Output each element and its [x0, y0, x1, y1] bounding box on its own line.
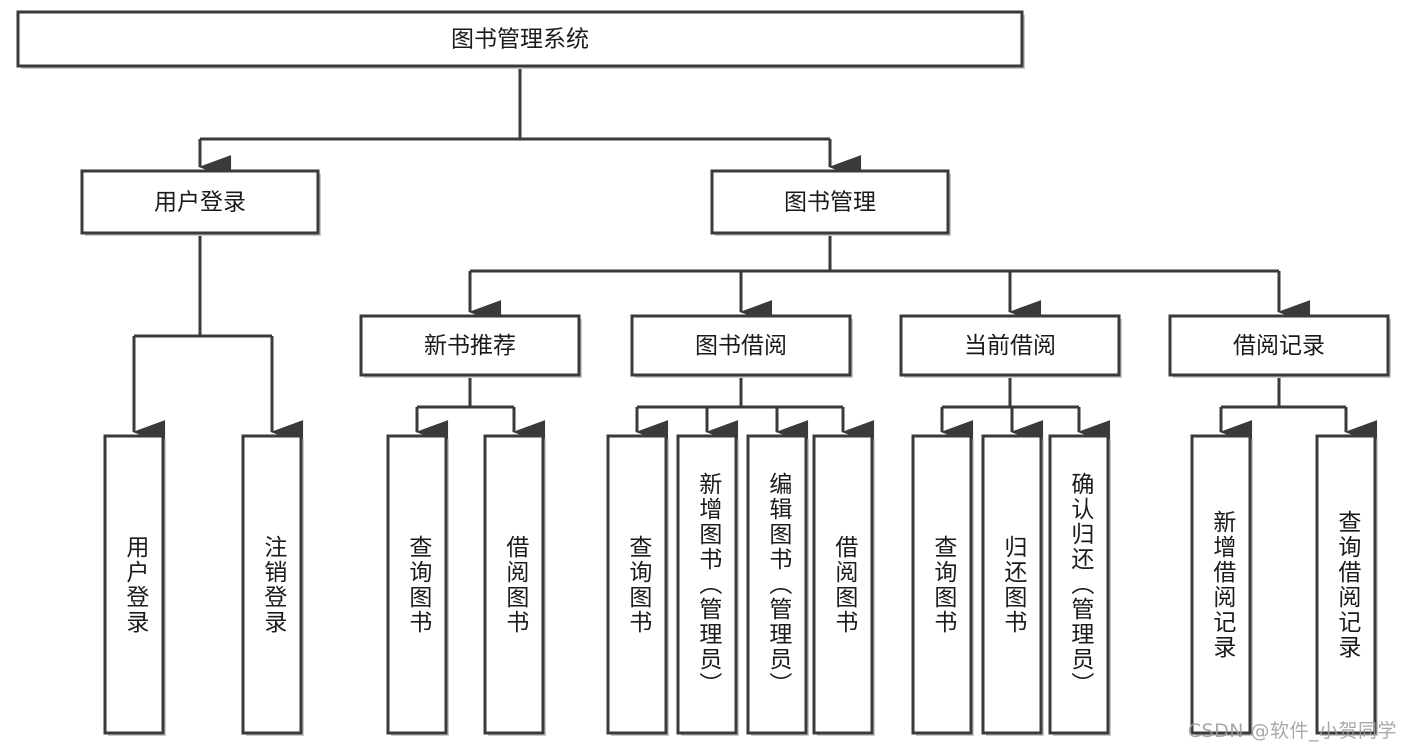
node-leaf-query-book-borrow[interactable] [606, 434, 668, 735]
node-leaf-confirm-return-admin[interactable] [1048, 434, 1110, 735]
label-current-borrow: 当前借阅 [964, 333, 1056, 359]
connector-layer [132, 66, 1378, 444]
label-root: 图书管理系统 [451, 27, 589, 53]
label-book-management: 图书管理 [784, 190, 876, 216]
node-book-management[interactable] [710, 169, 950, 235]
node-leaf-query-book-recommend[interactable] [386, 434, 448, 735]
label-new-book-recommend: 新书推荐 [424, 333, 516, 359]
node-book-borrow[interactable] [630, 314, 852, 377]
label-borrow-record: 借阅记录 [1233, 333, 1325, 359]
node-leaf-user-logout[interactable] [241, 434, 303, 735]
node-root[interactable] [16, 10, 1024, 68]
node-leaf-query-borrow-record[interactable] [1315, 434, 1377, 735]
node-leaf-add-book-admin[interactable] [676, 434, 738, 735]
node-new-book-recommend[interactable] [359, 314, 581, 377]
node-current-borrow[interactable] [899, 314, 1121, 377]
node-user-login[interactable] [80, 169, 320, 235]
node-leaf-borrow-book-recommend[interactable] [483, 434, 545, 735]
node-borrow-record[interactable] [1168, 314, 1390, 377]
node-box-layer [16, 10, 1391, 736]
node-leaf-user-login[interactable] [103, 434, 165, 735]
node-leaf-return-book[interactable] [981, 434, 1043, 735]
node-leaf-borrow-book[interactable] [812, 434, 874, 735]
label-user-login: 用户登录 [154, 190, 246, 216]
label-book-borrow: 图书借阅 [695, 333, 787, 359]
node-leaf-add-borrow-record[interactable] [1190, 434, 1252, 735]
node-leaf-query-book-current[interactable] [911, 434, 973, 735]
node-leaf-edit-book-admin[interactable] [746, 434, 808, 735]
csdn-watermark: CSDN @软件_小贺同学 [1187, 720, 1397, 742]
